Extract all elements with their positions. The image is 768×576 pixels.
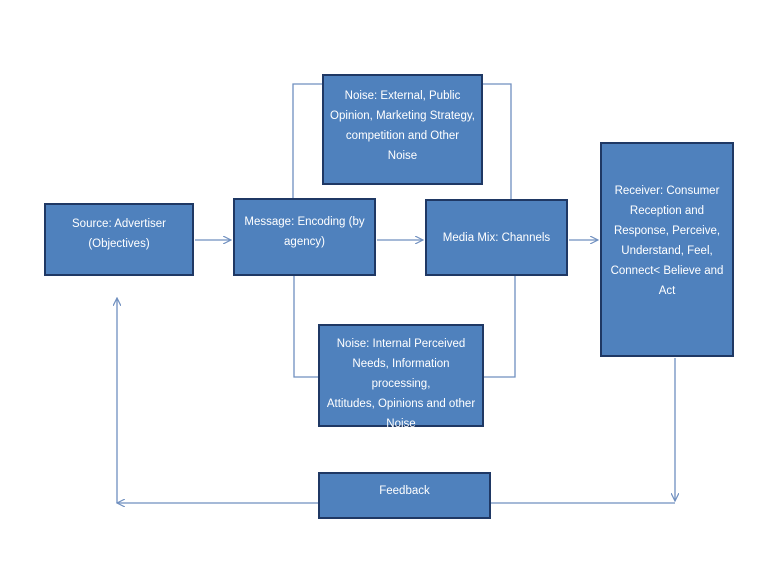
noise-external-label: Noise: External, Public Opinion, Marketi… bbox=[330, 90, 475, 162]
feedback-label: Feedback bbox=[379, 485, 430, 497]
receiver-box: Receiver: Consumer Reception and Respons… bbox=[600, 142, 734, 357]
noise-internal-box: Noise: Internal Perceived Needs, Informa… bbox=[318, 324, 484, 430]
receiver-label: Receiver: Consumer Reception and Respons… bbox=[610, 185, 724, 297]
feedback-box: Feedback bbox=[318, 472, 491, 519]
source-box: Source: Advertiser (Objectives) bbox=[44, 203, 194, 276]
noise-internal-label: Noise: Internal Perceived Needs, Informa… bbox=[326, 338, 476, 430]
source-label: Source: Advertiser (Objectives) bbox=[72, 218, 166, 250]
media-mix-label: Media Mix: Channels bbox=[442, 231, 551, 244]
message-label: Message: Encoding (by agency) bbox=[244, 216, 365, 248]
noise-external-box: Noise: External, Public Opinion, Marketi… bbox=[322, 74, 483, 185]
media-mix-box: Media Mix: Channels bbox=[425, 199, 568, 276]
message-box: Message: Encoding (by agency) bbox=[233, 198, 376, 276]
